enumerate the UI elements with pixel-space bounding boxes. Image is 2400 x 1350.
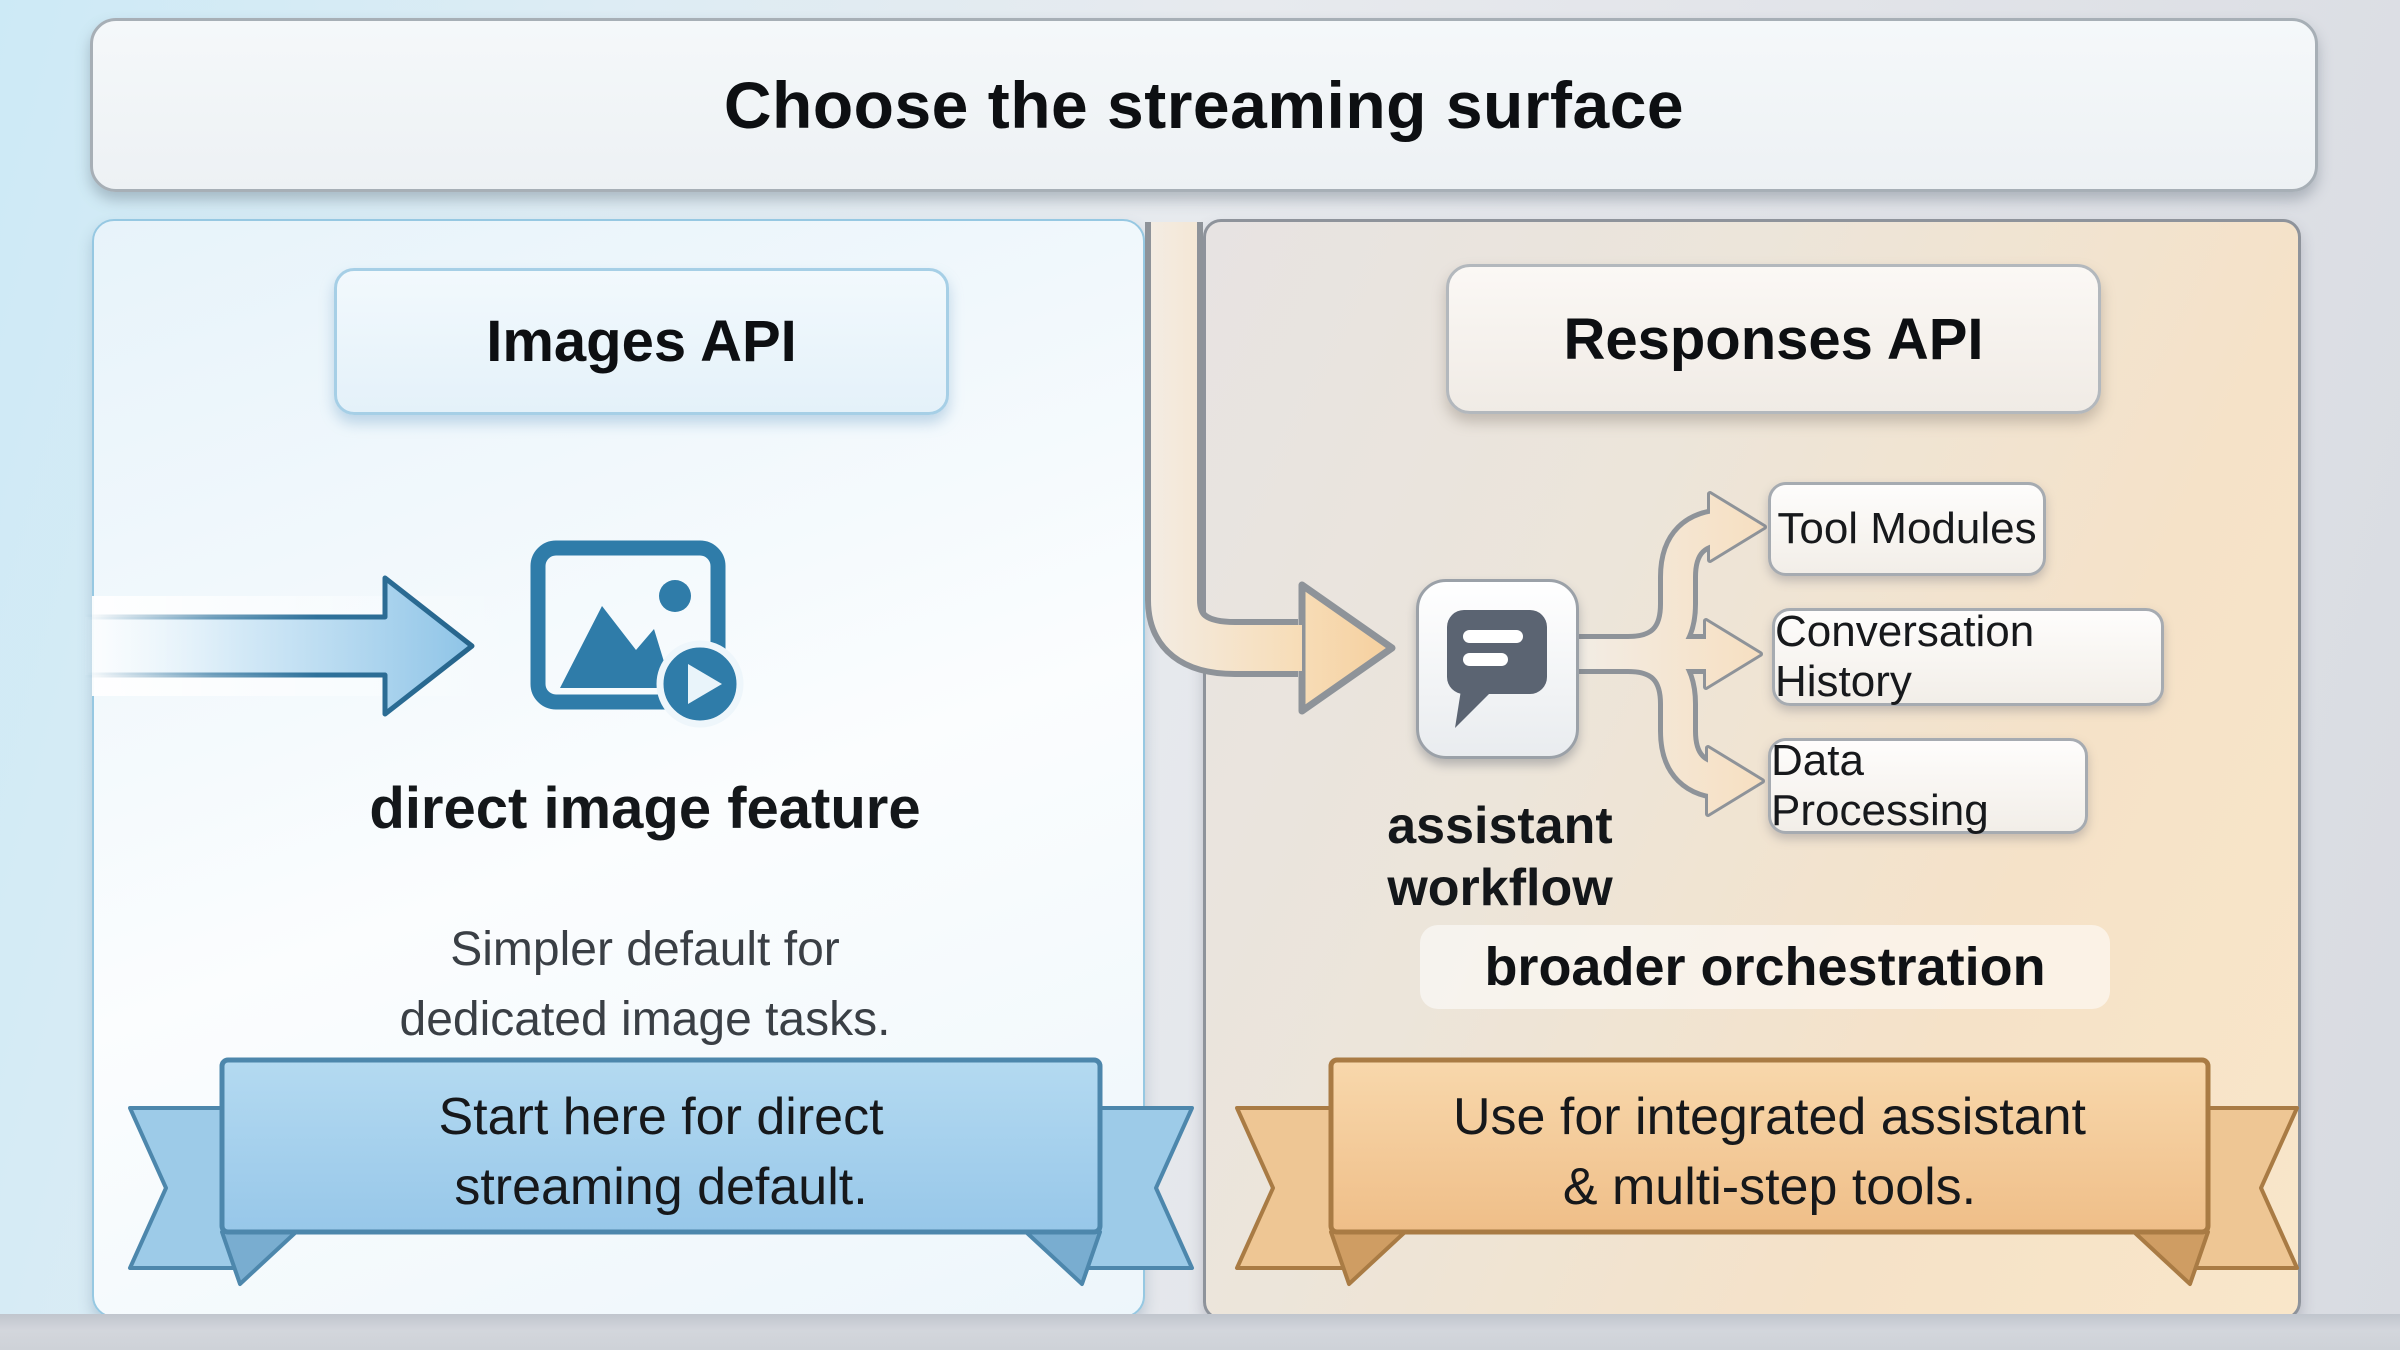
orange-ribbon-line-2: & multi-step tools. [1562,1158,1977,1216]
conversation-history-box: Conversation History [1772,607,2164,706]
images-api-header: Images API [334,268,949,415]
broader-orchestration-badge: broader orchestration [1420,925,2110,1009]
chat-bubble-icon [1447,610,1547,728]
images-api-description: Simpler default for dedicated image task… [345,915,945,1055]
title-bar: Choose the streaming surface [90,18,2318,192]
data-processing-label: Data Processing [1771,736,1989,835]
images-api-header-label: Images API [486,309,797,374]
orange-ribbon-line-1: Use for integrated assistant [1453,1088,2086,1146]
responses-api-header-label: Responses API [1563,306,1984,372]
workflow-label-line-2: workflow [1387,859,1613,917]
bottom-background-strip [0,1314,2400,1350]
responses-api-header: Responses API [1446,264,2101,414]
assistant-workflow-card [1416,579,1579,759]
page-title: Choose the streaming surface [723,68,1685,142]
orange-ribbon-text: Use for integrated assistant & multi-ste… [1331,1082,2208,1222]
broader-orchestration-label: broader orchestration [1484,937,2046,997]
blue-ribbon-text: Start here for direct streaming default. [222,1082,1100,1222]
conversation-history-label: Conversation History [1775,607,2035,706]
direct-image-feature-label: direct image feature [369,776,921,841]
arrow-glow [92,596,522,696]
description-line-1: Simpler default for [450,923,840,976]
blue-ribbon-line-1: Start here for direct [438,1088,884,1146]
tool-modules-box: Tool Modules [1768,482,2046,576]
workflow-label-line-1: assistant [1387,797,1613,855]
description-line-2: dedicated image tasks. [399,993,891,1046]
data-processing-box: Data Processing [1768,736,2088,835]
blue-ribbon-line-2: streaming default. [454,1158,868,1216]
tool-modules-label: Tool Modules [1777,504,2037,553]
assistant-workflow-label: assistant workflow [1300,795,1700,919]
